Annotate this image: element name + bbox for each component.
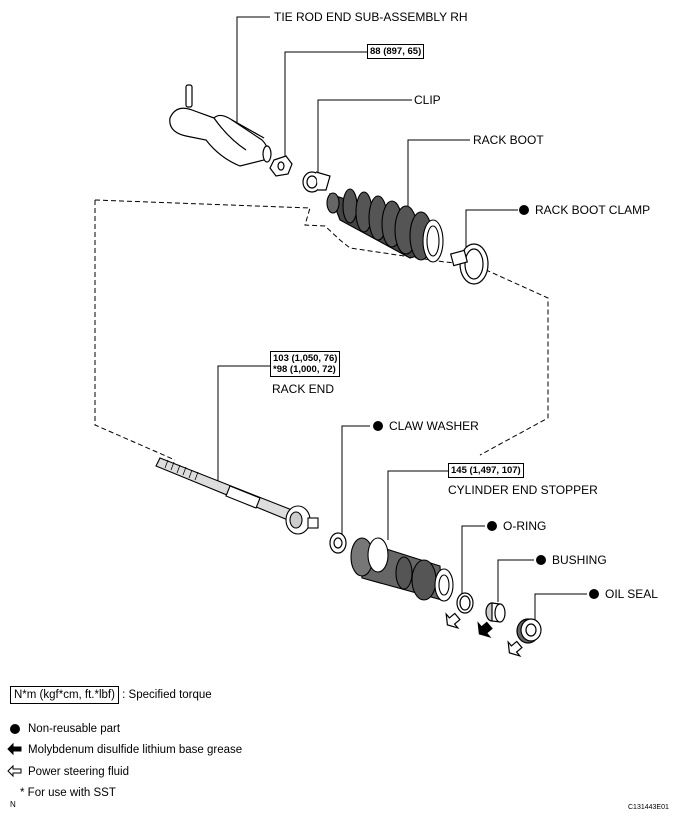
moly-grease-arrow-icon — [477, 621, 493, 639]
non-reusable-dot-icon — [589, 589, 599, 599]
leader-torque-88 — [284, 51, 367, 158]
non-reusable-dot-icon — [487, 521, 497, 531]
leader-claw-washer — [341, 425, 370, 535]
grease-legend-icon — [7, 742, 22, 756]
assembly-outline-left — [94, 200, 176, 461]
legend-sst: * For use with SST — [20, 787, 116, 799]
cylinder-end-stopper-label: CYLINDER END STOPPER — [448, 483, 598, 497]
leader-cylinder-stopper — [387, 470, 448, 540]
leader-o-ring — [461, 525, 485, 597]
rack-end-part — [155, 457, 319, 535]
ps-fluid-arrow-icon — [445, 612, 461, 630]
leader-rack-end — [217, 365, 270, 485]
oil-seal-label: OIL SEAL — [589, 587, 658, 601]
non-reusable-legend-icon — [10, 724, 20, 734]
non-reusable-dot-icon — [519, 205, 529, 215]
torque-box-rack-end: 103 (1,050, 76) *98 (1,000, 72) — [270, 351, 341, 377]
rack-boot-clamp-part — [449, 243, 489, 285]
leader-rack-boot — [407, 139, 470, 210]
tie-rod-end-part — [169, 84, 272, 167]
legend-non-reusable: Non-reusable part — [28, 723, 121, 735]
non-reusable-dot-icon — [373, 421, 383, 431]
leader-rack-boot-clamp — [465, 209, 518, 247]
bushing-label: BUSHING — [536, 553, 607, 567]
tie-rod-end-label: TIE ROD END SUB-ASSEMBLY RH — [274, 10, 468, 24]
legend-torque-unit: N*m (kgf*cm, ft.*lbf) — [10, 686, 119, 704]
oil-seal-part — [516, 618, 542, 644]
legend-ps-fluid: Power steering fluid — [28, 766, 129, 778]
claw-washer-part — [329, 532, 347, 554]
fluid-legend-icon — [7, 764, 22, 778]
rack-end-label: RACK END — [272, 382, 335, 396]
leader-clip — [317, 99, 412, 172]
leader-oil-seal — [534, 593, 587, 620]
torque-box-88: 88 (897, 65) — [367, 44, 425, 59]
legend-torque-desc: : Specified torque — [122, 689, 212, 701]
non-reusable-dot-icon — [536, 555, 546, 565]
tie-rod-nut-part — [269, 155, 293, 177]
rack-boot-part — [326, 188, 444, 263]
claw-washer-label: CLAW WASHER — [373, 419, 479, 433]
rack-boot-label: RACK BOOT — [473, 133, 544, 147]
clip-label: CLIP — [414, 93, 441, 107]
figure-code: C131443E01 — [628, 804, 669, 811]
o-ring-part — [456, 592, 474, 614]
legend-moly-grease: Molybdenum disulfide lithium base grease — [28, 744, 243, 756]
leader-tie-rod-end — [236, 16, 270, 130]
torque-rack-end-2: *98 (1,000, 72) — [273, 364, 336, 375]
torque-rack-end-1: 103 (1,050, 76) — [273, 353, 338, 364]
legend-torque: N*m (kgf*cm, ft.*lbf) : Specified torque — [10, 686, 212, 704]
torque-box-145: 145 (1,497, 107) — [448, 463, 524, 478]
clip-part — [302, 171, 331, 193]
rack-boot-clamp-label: RACK BOOT CLAMP — [519, 203, 650, 217]
bushing-part — [485, 602, 506, 623]
leader-bushing — [497, 559, 534, 602]
ps-fluid-arrow-icon-2 — [507, 640, 523, 658]
cylinder-end-stopper-part — [350, 537, 454, 602]
corner-mark-left: N — [10, 800, 16, 809]
assembly-outline-top — [94, 199, 549, 456]
o-ring-label: O-RING — [487, 519, 546, 533]
